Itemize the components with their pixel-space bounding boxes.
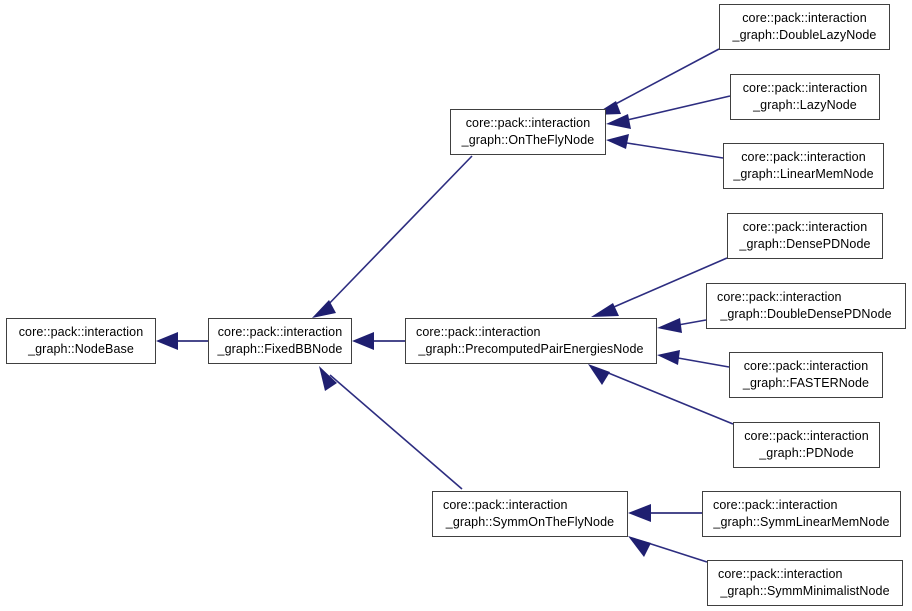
node-box-symm-minimalist-node[interactable]: core::pack::interaction _graph::SymmMini… (707, 560, 903, 606)
node-label-line2: _graph::SymmMinimalistNode (720, 584, 890, 598)
node-box-lazy-node[interactable]: core::pack::interaction _graph::LazyNode (730, 74, 880, 120)
node-label-line2: _graph::OnTheFlyNode (461, 133, 595, 147)
node-label-line2: _graph::FASTERNode (742, 376, 870, 390)
node-box-precomputed-pair-energies-node[interactable]: core::pack::interaction _graph::Precompu… (405, 318, 657, 364)
node-label-line1: core::pack::interaction (741, 150, 866, 164)
node-label-line2: _graph::PrecomputedPairEnergiesNode (418, 342, 644, 356)
node-label-line1: core::pack::interaction (744, 429, 869, 443)
node-label-line1: core::pack::interaction (742, 11, 867, 25)
edge-fixedbbnode-to-nodebase (156, 332, 208, 350)
node-label-line2: _graph::SymmLinearMemNode (713, 515, 890, 529)
node-label-line1: core::pack::interaction (713, 498, 838, 512)
node-label-line2: _graph::FixedBBNode (217, 342, 343, 356)
node-label-line1: core::pack::interaction (217, 325, 343, 339)
edge-ontheflynode-to-fixedbbnode (312, 155, 473, 318)
edge-pdnode-to-precomputedpairenergiesnode (588, 364, 734, 425)
node-label-line2: _graph::DoubleLazyNode (732, 28, 877, 42)
edge-doublelazynode-to-ontheflynode (594, 48, 720, 115)
node-label-line2: _graph::NodeBase (28, 342, 134, 356)
node-box-double-lazy-node[interactable]: core::pack::interaction _graph::DoubleLa… (719, 4, 890, 50)
edge-symmontheflynode-to-fixedbbnode (319, 366, 463, 490)
node-box-double-dense-pd-node[interactable]: core::pack::interaction _graph::DoubleDe… (706, 283, 906, 329)
edge-lazynode-to-ontheflynode (606, 95, 731, 129)
edge-linearmemnode-to-ontheflynode (606, 134, 724, 159)
node-label-line1: core::pack::interaction (718, 567, 843, 581)
node-label-line1: core::pack::interaction (465, 116, 591, 130)
node-box-on-the-fly-node[interactable]: core::pack::interaction _graph::OnTheFly… (450, 109, 606, 155)
edge-densepdnode-to-precomputedpairenergiesnode (591, 257, 728, 317)
node-box-pd-node[interactable]: core::pack::interaction _graph::PDNode (733, 422, 880, 468)
node-label-line2: _graph::LazyNode (753, 98, 857, 112)
node-box-symm-on-the-fly-node[interactable]: core::pack::interaction _graph::SymmOnTh… (432, 491, 628, 537)
node-label-line2: _graph::LinearMemNode (733, 167, 874, 181)
edge-doubledensepdnode-to-precomputedpairenergiesnode (657, 318, 707, 333)
node-box-node-base[interactable]: core::pack::interaction _graph::NodeBase (6, 318, 156, 364)
node-label-line1: core::pack::interaction (443, 498, 568, 512)
edge-precomputedpairenergiesnode-to-fixedbbnode (352, 332, 405, 350)
node-box-symm-linear-mem-node[interactable]: core::pack::interaction _graph::SymmLine… (702, 491, 901, 537)
edge-symmminimalistnode-to-symmontheflynode (628, 536, 708, 563)
node-box-dense-pd-node[interactable]: core::pack::interaction _graph::DensePDN… (727, 213, 883, 259)
node-label-line2: _graph::SymmOnTheFlyNode (445, 515, 615, 529)
node-box-linear-mem-node[interactable]: core::pack::interaction _graph::LinearMe… (723, 143, 884, 189)
node-label-line1: core::pack::interaction (742, 220, 868, 234)
node-label-line1: core::pack::interaction (742, 81, 868, 95)
edge-symmlinearmemnode-to-symmontheflynode (628, 504, 702, 522)
node-label-line1: core::pack::interaction (717, 290, 842, 304)
node-box-fixed-bb-node[interactable]: core::pack::interaction _graph::FixedBBN… (208, 318, 352, 364)
node-label-line2: _graph::DensePDNode (739, 237, 871, 251)
node-label-line2: _graph::DoubleDensePDNode (720, 307, 892, 321)
edge-fasternode-to-precomputedpairenergiesnode (657, 350, 730, 368)
node-label-line2: _graph::PDNode (759, 446, 854, 460)
node-label-line1: core::pack::interaction (18, 325, 144, 339)
node-label-line1: core::pack::interaction (743, 359, 869, 373)
node-label-line1: core::pack::interaction (416, 325, 541, 339)
node-box-faster-node[interactable]: core::pack::interaction _graph::FASTERNo… (729, 352, 883, 398)
